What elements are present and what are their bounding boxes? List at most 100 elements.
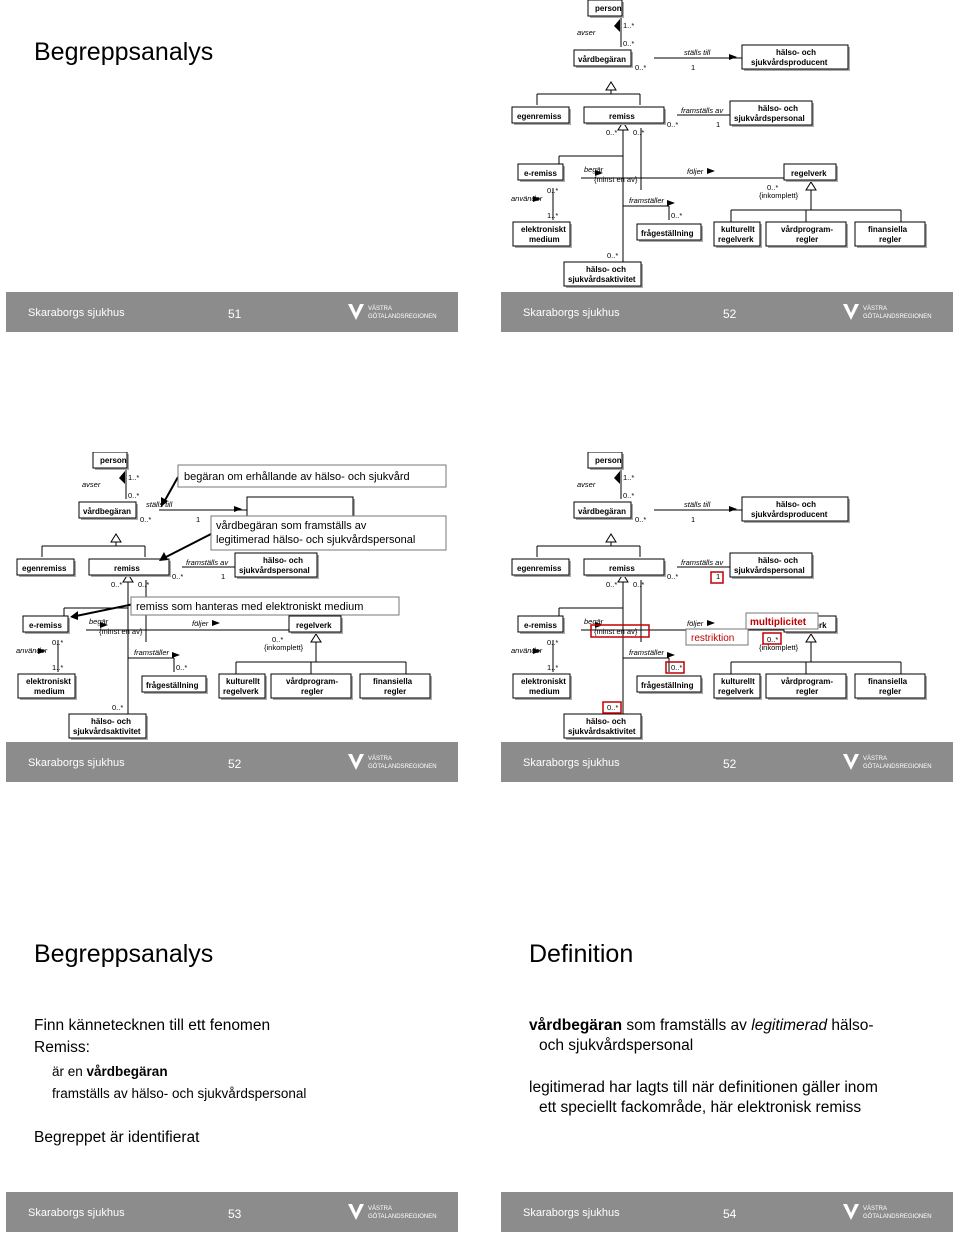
callout-group: begäran om erhållande av hälso- och sjuk…	[70, 464, 447, 620]
class-kulturellt-line1: kulturellt	[226, 677, 260, 686]
class-person: person	[595, 4, 622, 13]
vgr-logo: VÄSTRA GÖTALANDSREGIONEN	[346, 1200, 446, 1224]
definition-italic: legitimerad	[751, 1017, 828, 1034]
body-line-1: Finn kännetecknen till ett fenomen	[34, 1017, 271, 1034]
mult-elektroniskt: 1..*	[547, 211, 558, 220]
class-eremiss: e-remiss	[524, 621, 557, 630]
mult-producent: 1	[196, 515, 200, 524]
slide-body: Finn kännetecknen till ett fenomen Remis…	[34, 1016, 306, 1148]
class-elektroniskt-line2: medium	[34, 687, 65, 696]
class-elektroniskt-line1: elektroniskt	[26, 677, 71, 686]
slide-number: 51	[228, 307, 242, 321]
slide-footer: Skaraborgs sjukhus 51 VÄSTRA GÖTALANDSRE…	[6, 292, 458, 332]
class-producent-line2: sjukvårdsproducent	[751, 58, 828, 67]
callout-remiss: remiss som hanteras med elektroniskt med…	[136, 601, 363, 613]
uml-diagram: person vårdbegäran hälso- och sjukvårdsp…	[511, 0, 928, 289]
vgr-logo: VÄSTRA GÖTALANDSREGIONEN	[841, 1200, 941, 1224]
assoc-framstalls-av: framställs av	[681, 106, 724, 115]
mult-regelverk: 0..*	[767, 183, 778, 192]
slide-52-highlights: person vårdbegäran hälso- och sjukvårdsp…	[501, 450, 953, 782]
class-aktivitet-line1: hälso- och	[91, 717, 131, 726]
class-fragestallning: frågeställning	[641, 681, 694, 690]
mult-remiss-bottom-a: 0..*	[606, 580, 617, 589]
annotation-multiplicitet-box	[745, 612, 819, 630]
slide-number: 52	[723, 307, 737, 321]
uml-diagram: person vårdbegäran hälso- och sjukvårdsp…	[511, 452, 928, 741]
assoc-foljer: följer	[192, 619, 209, 628]
body-line-4: framställs av hälso- och sjukvårdsperson…	[52, 1086, 307, 1101]
mult-eremiss: 0..*	[52, 638, 63, 647]
mult-elektroniskt: 1..*	[52, 663, 63, 672]
slide-title: Begreppsanalys	[34, 38, 214, 66]
mult-aktivitet: 0..*	[607, 703, 618, 712]
mult-vardbegaran-right: 0..*	[635, 63, 646, 72]
constraint-minst-en-av: {minst en av}	[99, 627, 143, 636]
vgr-logo: VÄSTRA GÖTALANDSREGIONEN	[841, 750, 941, 774]
class-personal-line1: hälso- och	[263, 556, 303, 565]
footer-org: Skaraborgs sjukhus	[28, 1207, 125, 1219]
mult-regelverk: 0..*	[767, 635, 778, 644]
body-line-3-bold: vårdbegäran	[86, 1064, 168, 1079]
assoc-anvander: använder	[511, 194, 543, 203]
mult-aktivitet: 0..*	[112, 703, 123, 712]
mult-remiss-right: 0..*	[172, 572, 183, 581]
class-aktivitet-line2: sjukvårdsaktivitet	[568, 727, 636, 736]
class-vardprogram-line2: regler	[796, 687, 818, 696]
assoc-framstaller: framställer	[629, 196, 665, 205]
class-elektroniskt-line2: medium	[529, 687, 560, 696]
slide-52-callouts: person vårdbegäran egenremiss remiss häl…	[6, 450, 458, 782]
vgr-logo: VÄSTRA GÖTALANDSREGIONEN	[346, 300, 446, 324]
mult-aktivitet: 0..*	[607, 251, 618, 260]
body-line-3-prefix: är en	[52, 1064, 87, 1079]
mult-vardbegaran-top: 0..*	[623, 39, 634, 48]
constraint-inkomplett: {inkomplett}	[264, 643, 304, 652]
mult-remiss-bottom-b: 0..*	[138, 580, 149, 589]
mult-personal: 1	[221, 572, 225, 581]
mult-vardbegaran-top: 0..*	[128, 491, 139, 500]
footer-org: Skaraborgs sjukhus	[523, 757, 620, 769]
class-elektroniskt-line1: elektroniskt	[521, 677, 566, 686]
assoc-framstaller: framställer	[629, 648, 665, 657]
highlight-mult-one	[710, 571, 724, 584]
vgr-logo: VÄSTRA GÖTALANDSREGIONEN	[346, 750, 446, 774]
mult-fragestallning: 0..*	[671, 663, 682, 672]
logo-text-bottom: GÖTALANDSREGIONEN	[863, 1213, 932, 1220]
logo-text-bottom: GÖTALANDSREGIONEN	[863, 763, 932, 770]
class-personal-line2: sjukvårdspersonal	[239, 566, 310, 575]
constraint-inkomplett: {inkomplett}	[759, 191, 799, 200]
callout-remiss-box	[130, 596, 400, 616]
mult-remiss-bottom-b: 0..*	[633, 580, 644, 589]
mult-personal: 1	[716, 120, 720, 129]
slide-52-diagram: person vårdbegäran hälso- och sjukvårdsp…	[501, 0, 953, 332]
assoc-stalls-till: ställs till	[684, 48, 711, 57]
class-kulturellt-line2: regelverk	[223, 687, 259, 696]
callout-vardbegaran-line2: legitimerad hälso- och sjukvårdspersonal	[216, 534, 415, 546]
assoc-stalls-till: ställs till	[146, 500, 173, 509]
mult-fragestallning: 0..*	[176, 663, 187, 672]
class-fragestallning: frågeställning	[641, 229, 694, 238]
uml-structure	[511, 452, 928, 741]
logo-text-top: VÄSTRA	[368, 755, 392, 762]
class-remiss: remiss	[114, 564, 140, 573]
class-person: person	[595, 456, 622, 465]
mult-eremiss: 0..*	[547, 186, 558, 195]
class-aktivitet-line1: hälso- och	[586, 717, 626, 726]
class-aktivitet-line2: sjukvårdsaktivitet	[568, 275, 636, 284]
class-producent-line2: sjukvårdsproducent	[751, 510, 828, 519]
assoc-framstalls-av: framställs av	[681, 558, 724, 567]
class-eremiss: e-remiss	[524, 169, 557, 178]
mult-remiss-bottom-b: 0..*	[633, 128, 644, 137]
class-vardprogram-line1: vårdprogram-	[781, 677, 833, 686]
class-aktivitet-line2: sjukvårdsaktivitet	[73, 727, 141, 736]
mult-remiss-right: 0..*	[667, 120, 678, 129]
logo-text-top: VÄSTRA	[863, 755, 887, 762]
class-kulturellt-line1: kulturellt	[721, 225, 755, 234]
slide-title: Definition	[529, 940, 634, 968]
class-producent-line1: hälso- och	[776, 500, 816, 509]
mult-vardbegaran-top: 0..*	[623, 491, 634, 500]
mult-regelverk: 0..*	[272, 635, 283, 644]
slide-number: 52	[228, 757, 242, 771]
assoc-framstalls-av: framställs av	[186, 558, 229, 567]
slide-footer: Skaraborgs sjukhus 52 VÄSTRA GÖTALANDSRE…	[501, 292, 953, 332]
constraint-minst-en-av: {minst en av}	[594, 627, 638, 636]
